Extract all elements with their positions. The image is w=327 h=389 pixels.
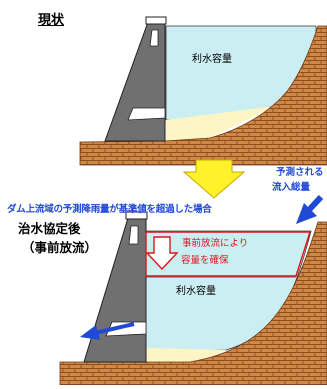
label-prerelease-line2: 容量を確保 xyxy=(181,255,229,266)
current-state-scene xyxy=(79,16,327,166)
dam-gate-top xyxy=(149,29,159,47)
transition-arrow xyxy=(182,159,246,199)
prerelease-down-arrow xyxy=(145,236,179,271)
sediment-bottom xyxy=(146,348,226,362)
label-current-state: 現状 xyxy=(38,13,65,28)
label-inflow-line1: 予測される xyxy=(276,167,324,178)
dam-crest-bottom xyxy=(125,211,148,220)
inflow-arrow xyxy=(305,194,324,214)
label-after-agreement-line2: （事前放流） xyxy=(22,240,98,255)
label-rain-condition: ダム上流域の予測降雨量が基準値を超過した場合 xyxy=(7,204,212,215)
label-water-capacity-top: 利水容量 xyxy=(192,54,232,65)
label-prerelease-line1: 事前放流により xyxy=(182,238,249,249)
label-water-capacity-bottom: 利水容量 xyxy=(176,286,216,297)
terrain-bottom xyxy=(59,221,327,386)
label-after-agreement-line1: 治水協定後 xyxy=(18,221,81,236)
label-inflow-line2: 流入総量 xyxy=(272,182,311,193)
prerelease-capacity-box xyxy=(145,231,311,277)
outflow-arrow xyxy=(94,322,135,335)
dam-crest-top xyxy=(145,16,167,25)
terrain-top xyxy=(79,25,327,166)
after-agreement-scene xyxy=(59,194,327,386)
